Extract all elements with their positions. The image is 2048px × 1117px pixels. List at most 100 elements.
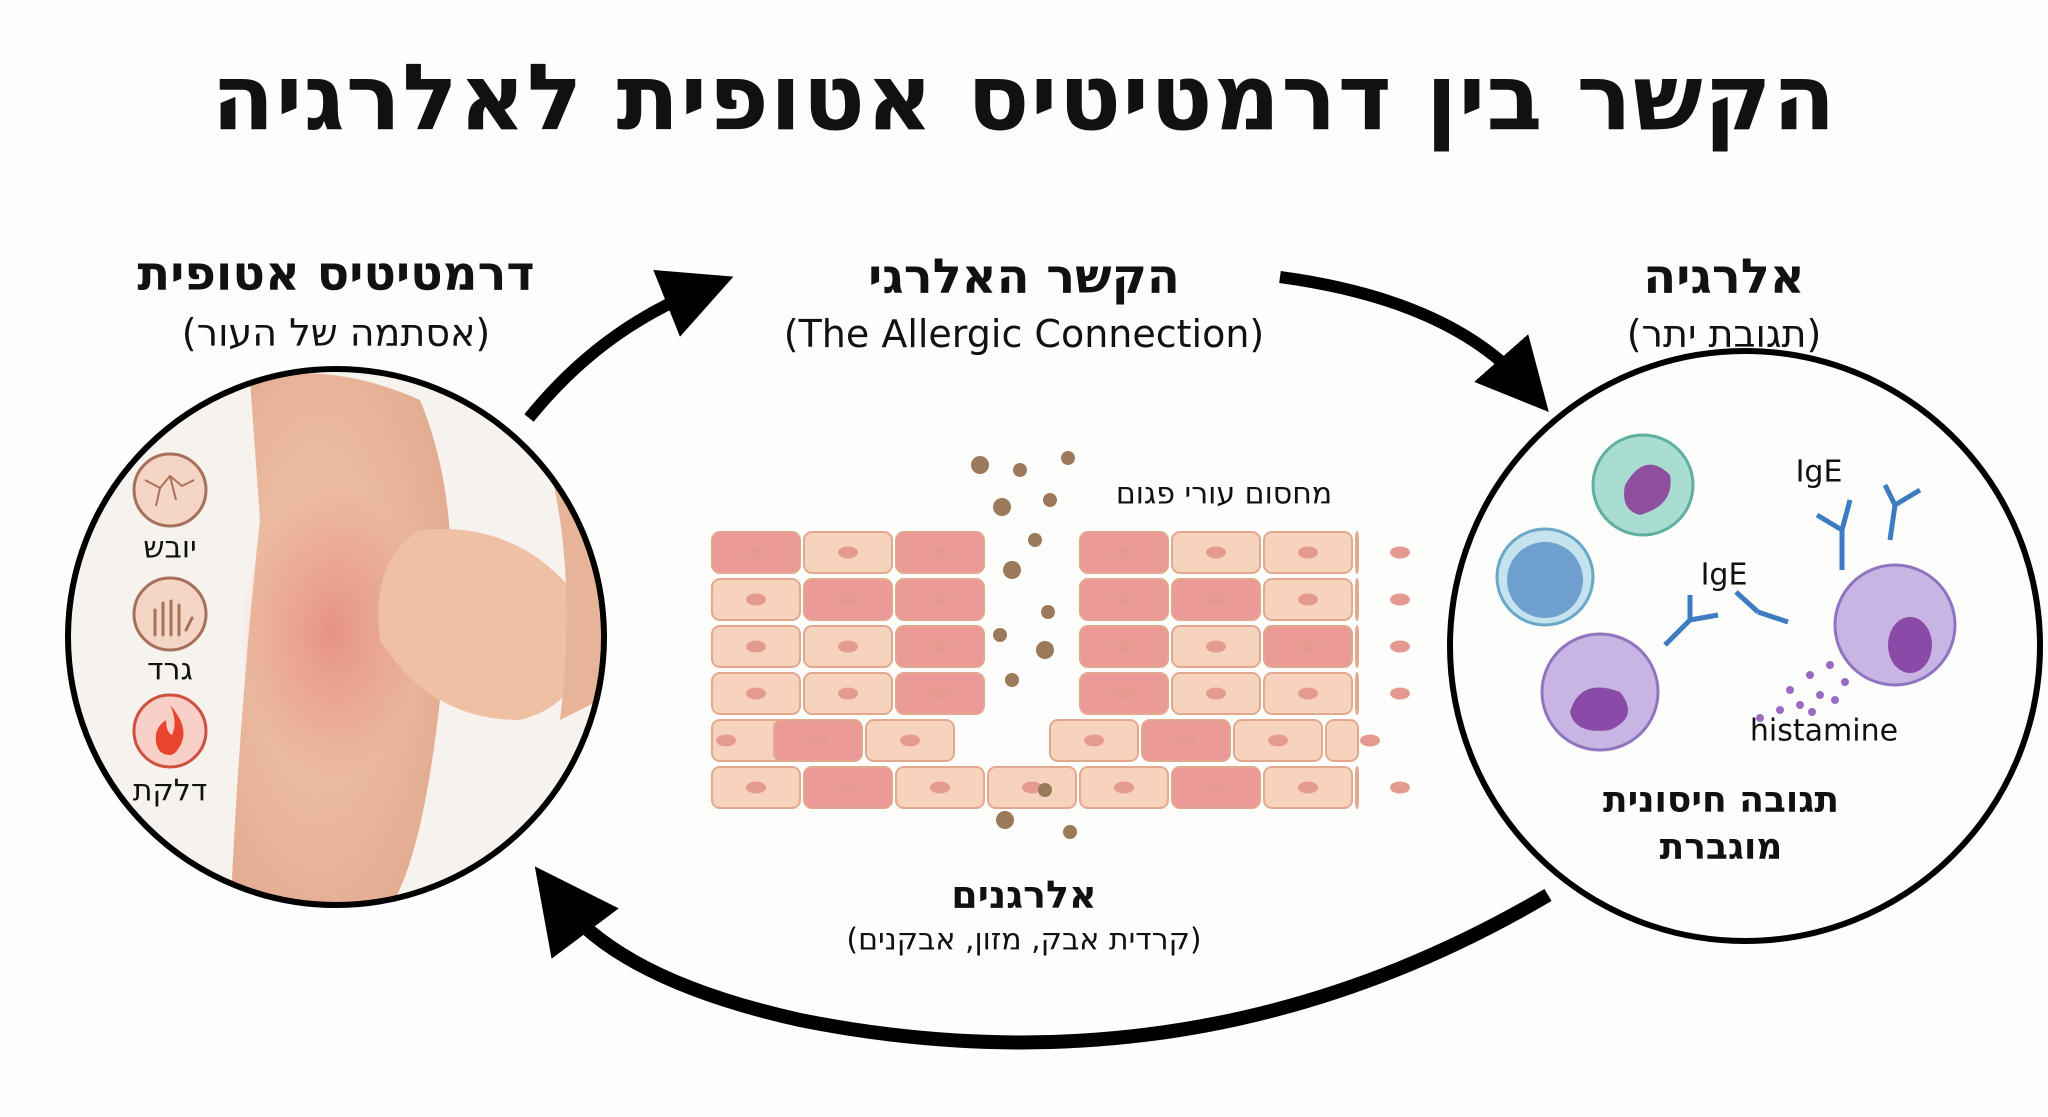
lymphocyte-cell — [1495, 527, 1595, 627]
histamine-granule — [1816, 691, 1824, 699]
cell-nucleus — [1206, 593, 1226, 606]
cell-nucleus — [746, 546, 766, 559]
allergen-particles — [971, 451, 1077, 839]
page-title: הקשר בין דרמטיטיס אטופית לאלרגיה — [211, 44, 1837, 152]
allergen-particle — [1063, 825, 1077, 839]
eosinophil-cell — [1591, 433, 1695, 537]
skin-cell — [1325, 719, 1359, 762]
cell-nucleus — [1176, 734, 1196, 747]
skin-cell — [1355, 766, 1359, 809]
cell-nucleus — [808, 734, 828, 747]
cell-nucleus — [1084, 734, 1104, 747]
histamine-granule — [1806, 671, 1814, 679]
right-heading: אלרגיה — [1643, 249, 1805, 305]
mast-cell — [1833, 563, 1957, 687]
cell-nucleus — [1390, 781, 1410, 794]
allergen-particle — [1013, 463, 1027, 477]
skin-cell — [1355, 625, 1359, 668]
allergen-particle — [1036, 641, 1054, 659]
allergen-particle — [1043, 493, 1057, 507]
histamine-granule — [1831, 696, 1839, 704]
allergen-particle — [1041, 605, 1055, 619]
left-circle — [65, 366, 607, 908]
cracked-skin-icon — [132, 452, 208, 528]
cell-nucleus — [1206, 687, 1226, 700]
ige-antibody-icon — [1663, 483, 1922, 647]
cell-nucleus — [1206, 781, 1226, 794]
cell-nucleus — [716, 734, 736, 747]
cell-nucleus — [1114, 781, 1134, 794]
response-line-2: מוגברת — [1659, 826, 1783, 868]
arrow-left-to-center — [524, 269, 734, 422]
allergen-particle — [971, 456, 989, 474]
cell-nucleus — [1298, 640, 1318, 653]
symptom-label-dryness: יובש — [143, 530, 197, 566]
ige-label: IgE — [1795, 454, 1843, 490]
histamine-granule — [1796, 701, 1804, 709]
cell-nucleus — [930, 781, 950, 794]
right-circle — [1447, 348, 2043, 944]
histamine-granule — [1776, 706, 1784, 714]
cell-nucleus — [1298, 781, 1318, 794]
symptom-label-inflammation: דלקת — [132, 773, 208, 809]
allergen-particle — [993, 628, 1007, 642]
left-subheading: (אסתמה של העור) — [181, 311, 491, 355]
cell-nucleus — [1390, 640, 1410, 653]
histamine-granule — [1786, 686, 1794, 694]
cell-nucleus — [1114, 640, 1134, 653]
cell-nucleus — [1206, 640, 1226, 653]
allergens-subheading: (קרדית אבק, מזון, אבקנים) — [846, 922, 1202, 958]
cell-nucleus — [1114, 687, 1134, 700]
histamine-granule — [1756, 714, 1764, 722]
histamine-granule — [1826, 661, 1834, 669]
cell-nucleus — [1022, 781, 1042, 794]
cell-nucleus — [838, 781, 858, 794]
scratching-hand-icon — [132, 576, 208, 652]
skin-barrier-cells — [711, 531, 1410, 809]
skin-cell — [1355, 672, 1359, 715]
cell-nucleus — [930, 640, 950, 653]
histamine-granule — [1841, 678, 1849, 686]
arrow-center-to-right — [1279, 271, 1549, 412]
flame-icon — [132, 693, 208, 769]
center-subheading: (The Allergic Connection) — [783, 312, 1265, 356]
barrier-label: מחסום עורי פגום — [1115, 476, 1333, 512]
cell-nucleus — [1268, 734, 1288, 747]
cell-nucleus — [746, 640, 766, 653]
ige-label: IgE — [1700, 557, 1748, 593]
arrow-right-to-left — [534, 866, 1552, 1050]
response-line-1: תגובה חיסונית — [1603, 779, 1839, 821]
cell-nucleus — [746, 781, 766, 794]
allergen-particle — [1003, 561, 1021, 579]
cell-nucleus — [838, 593, 858, 606]
allergen-particle — [1005, 673, 1019, 687]
allergen-particle — [996, 811, 1014, 829]
basophil-cell — [1540, 632, 1660, 752]
allergen-particle — [1061, 451, 1075, 465]
cell-nucleus — [1206, 546, 1226, 559]
right-subheading: (תגובת יתר) — [1626, 312, 1822, 356]
cell-nucleus — [1298, 687, 1318, 700]
allergens-heading: אלרגנים — [951, 873, 1097, 917]
cell-nucleus — [1390, 593, 1410, 606]
histamine-granule — [1808, 708, 1816, 716]
symptom-label-itch: גרד — [147, 652, 193, 688]
cell-nucleus — [1114, 593, 1134, 606]
center-heading: הקשר האלרגי — [868, 249, 1180, 305]
allergen-particle — [1038, 783, 1052, 797]
cell-nucleus — [930, 593, 950, 606]
cell-nucleus — [930, 687, 950, 700]
cell-nucleus — [1390, 687, 1410, 700]
skin-cell — [1355, 578, 1359, 621]
cell-nucleus — [838, 687, 858, 700]
cell-nucleus — [1298, 593, 1318, 606]
cell-nucleus — [1298, 546, 1318, 559]
cell-nucleus — [1114, 546, 1134, 559]
cell-nucleus — [900, 734, 920, 747]
cell-nucleus — [838, 640, 858, 653]
left-heading: דרמטיטיס אטופית — [137, 246, 535, 302]
allergen-particle — [1028, 533, 1042, 547]
skin-cell — [1355, 531, 1359, 574]
